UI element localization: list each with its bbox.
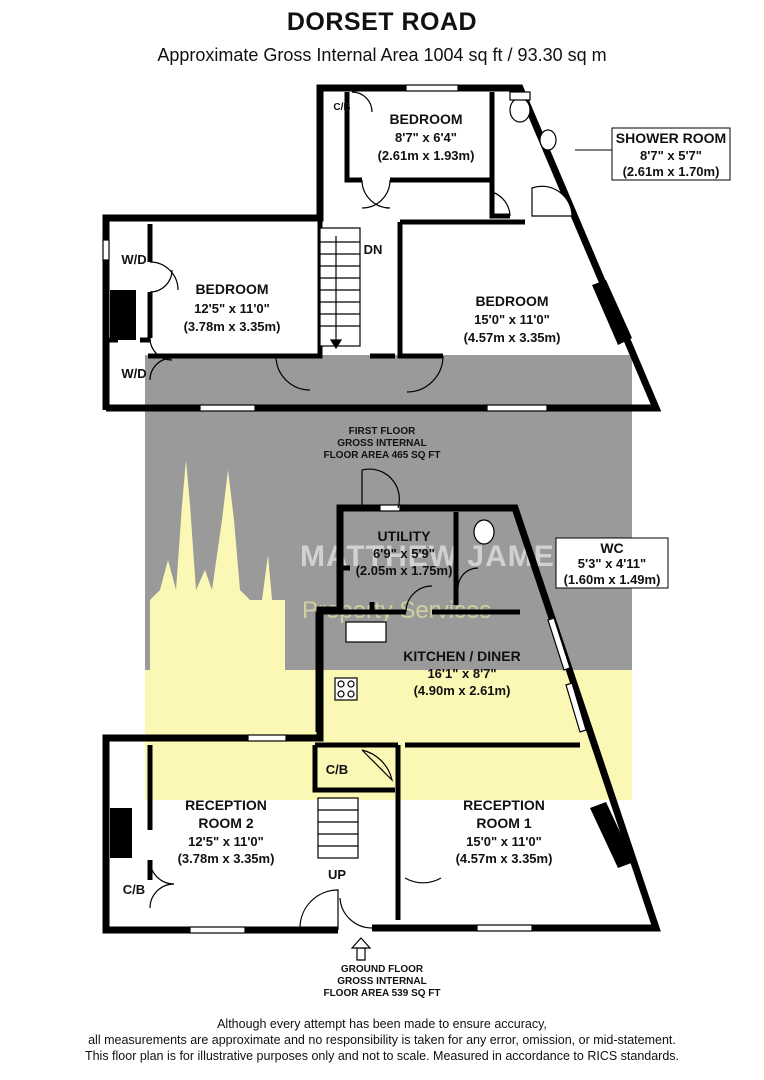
bedroom-right-name: BEDROOM xyxy=(475,293,548,309)
first-floor-area-line2: GROSS INTERNAL xyxy=(337,438,426,449)
reception2-imperial: 12'5" x 11'0" xyxy=(188,834,264,849)
first-floor-area-line1: FIRST FLOOR xyxy=(349,426,416,437)
bedroom-small-metric: (2.61m x 1.93m) xyxy=(378,148,475,163)
ground-floor-plan xyxy=(102,468,661,961)
first-floor-outer-wall xyxy=(102,84,662,412)
shower-room-name: SHOWER ROOM xyxy=(616,130,726,146)
first-floor-windows xyxy=(102,84,548,412)
wc-toilet-icon xyxy=(473,519,495,545)
reception1-name-line2: ROOM 1 xyxy=(476,815,531,831)
shower-room-imperial: 8'7" x 5'7" xyxy=(640,148,702,163)
utility-imperial: 6'9" x 5'9" xyxy=(373,546,435,561)
disclaimer-line-2: all measurements are approximate and no … xyxy=(88,1033,676,1047)
stairs-down-label: DN xyxy=(364,242,383,257)
ground-floor-area-line3: FLOOR AREA 539 SQ FT xyxy=(323,988,440,999)
watermark: MATTHEW JAMES Property Services xyxy=(145,355,632,800)
ground-floor-stairs xyxy=(317,797,359,859)
cupboard-label-first: C/B xyxy=(333,102,350,113)
first-floor-plan xyxy=(102,84,662,412)
wardrobe-label-bottom: W/D xyxy=(121,366,146,381)
kitchen-name: KITCHEN / DINER xyxy=(403,648,520,664)
plan-subtitle: Approximate Gross Internal Area 1004 sq … xyxy=(157,45,607,65)
shower-room-label-box xyxy=(611,127,731,181)
first-floor-stairs xyxy=(319,227,361,350)
sink-icon xyxy=(345,621,387,643)
chimney-breast-left xyxy=(110,290,136,340)
cupboard-label-hall: C/B xyxy=(326,762,348,777)
stairs-up-label: UP xyxy=(328,867,346,882)
wardrobe-label-top: W/D xyxy=(121,252,146,267)
bedroom-small-imperial: 8'7" x 6'4" xyxy=(395,130,457,145)
reception1-name-line1: RECEPTION xyxy=(463,797,545,813)
wc-label-box xyxy=(555,537,669,589)
bedroom-right-imperial: 15'0" x 11'0" xyxy=(474,312,550,327)
hob-icon xyxy=(334,677,358,701)
chimney-breast-right xyxy=(592,280,632,345)
ground-floor-area-line1: GROUND FLOOR xyxy=(341,964,424,975)
disclaimer-line-3: This floor plan is for illustrative purp… xyxy=(84,1049,680,1063)
ground-chimney-right xyxy=(590,802,634,868)
basin-icon xyxy=(539,129,557,151)
toilet-icon xyxy=(509,97,531,123)
ground-floor-area-line2: GROSS INTERNAL xyxy=(337,976,426,987)
entrance-arrow-icon xyxy=(350,937,372,961)
shower-room-fixtures xyxy=(509,91,573,217)
wc-metric: (1.60m x 1.49m) xyxy=(564,572,661,587)
ground-floor-doors xyxy=(149,468,479,930)
first-floor-labels: BEDROOM 8'7" x 6'4" (2.61m x 1.93m) BEDR… xyxy=(121,102,726,461)
disclaimer: Although every attempt has been made to … xyxy=(0,1016,764,1064)
utility-name: UTILITY xyxy=(378,528,432,544)
wc-imperial: 5'3" x 4'11" xyxy=(578,556,646,571)
bedroom-left-imperial: 12'5" x 11'0" xyxy=(194,301,270,316)
bedroom-small-name: BEDROOM xyxy=(389,111,462,127)
reception1-metric: (4.57m x 3.35m) xyxy=(456,851,553,866)
bedroom-left-metric: (3.78m x 3.35m) xyxy=(184,319,281,334)
kitchen-fixtures xyxy=(334,519,495,701)
shower-tray-icon xyxy=(531,185,573,217)
kitchen-imperial: 16'1" x 8'7" xyxy=(427,666,496,681)
first-floor-doors xyxy=(149,91,511,393)
ground-chimney-left xyxy=(110,808,132,858)
reception1-imperial: 15'0" x 11'0" xyxy=(466,834,542,849)
bedroom-right-metric: (4.57m x 3.35m) xyxy=(464,330,561,345)
shower-room-metric: (2.61m x 1.70m) xyxy=(623,164,720,179)
first-floor-area-line3: FLOOR AREA 465 SQ FT xyxy=(323,450,440,461)
bedroom-left-name: BEDROOM xyxy=(195,281,268,297)
ground-floor-windows xyxy=(189,504,587,934)
utility-metric: (2.05m x 1.75m) xyxy=(356,563,453,578)
wc-name: WC xyxy=(600,540,623,556)
reception2-name-line1: RECEPTION xyxy=(185,797,267,813)
reception2-metric: (3.78m x 3.35m) xyxy=(178,851,275,866)
disclaimer-line-1: Although every attempt has been made to … xyxy=(217,1017,547,1031)
kitchen-metric: (4.90m x 2.61m) xyxy=(414,683,511,698)
cathedral-logo-icon xyxy=(150,460,285,800)
reception2-name-line2: ROOM 2 xyxy=(198,815,253,831)
cupboard-label-reception: C/B xyxy=(123,882,145,897)
plan-title: DORSET ROAD xyxy=(286,8,478,36)
ground-floor-labels: UTILITY 6'9" x 5'9" (2.05m x 1.75m) WC 5… xyxy=(123,528,661,999)
